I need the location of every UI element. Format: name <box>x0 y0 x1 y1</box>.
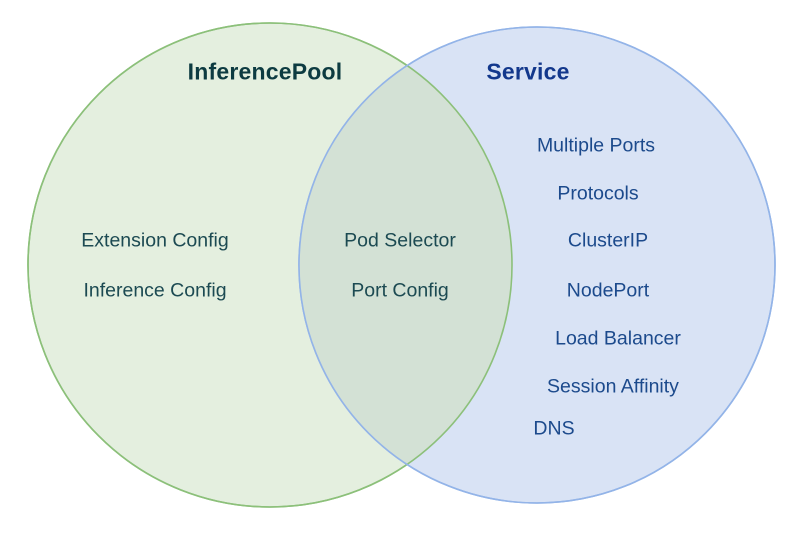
circle-intersection-region <box>299 27 512 503</box>
circle-inferencepool-outline <box>27 22 513 508</box>
circle-service-outline <box>298 26 776 504</box>
